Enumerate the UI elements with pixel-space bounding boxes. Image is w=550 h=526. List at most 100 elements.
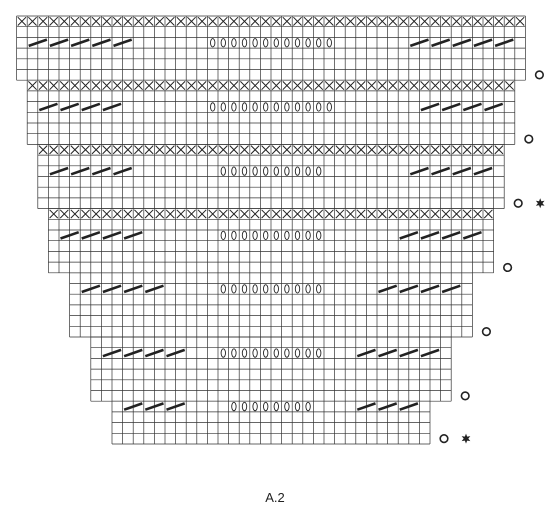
cross-symbol xyxy=(144,145,154,155)
decrease-symbol xyxy=(473,38,493,48)
oval-symbol xyxy=(263,401,269,412)
cross-symbol xyxy=(494,16,504,26)
cross-symbol xyxy=(123,81,133,91)
cross-symbol xyxy=(430,16,440,26)
cross-symbol xyxy=(112,16,122,26)
cross-symbol xyxy=(314,16,324,26)
cross-symbol xyxy=(377,145,387,155)
decrease-symbol xyxy=(409,166,429,176)
cross-symbol xyxy=(155,145,165,155)
cross-symbol xyxy=(261,16,271,26)
oval-symbol xyxy=(252,348,258,358)
section-grid xyxy=(37,144,505,209)
cross-symbol xyxy=(409,145,419,155)
cross-symbol xyxy=(441,16,451,26)
cross-symbol xyxy=(505,81,514,91)
decrease-symbol xyxy=(70,38,90,48)
cross-symbol xyxy=(483,209,493,219)
oval-symbol xyxy=(294,230,301,241)
cross-symbol xyxy=(112,145,122,155)
cross-symbol xyxy=(144,16,154,26)
cross-symbol xyxy=(218,209,228,219)
oval-symbol xyxy=(284,230,290,241)
decrease-symbol xyxy=(166,402,186,411)
cross-symbol xyxy=(293,16,302,26)
cross-symbol xyxy=(176,16,186,26)
cross-symbol xyxy=(346,209,355,219)
oval-symbol xyxy=(284,102,290,112)
oval-symbol xyxy=(220,230,226,241)
decrease-symbol xyxy=(91,166,111,176)
cross-symbol xyxy=(324,209,334,219)
cross-symbol xyxy=(134,145,143,155)
cross-symbol xyxy=(155,209,165,219)
cross-symbol xyxy=(229,16,239,26)
oval-symbol xyxy=(316,284,322,294)
cross-symbol xyxy=(91,16,101,26)
cross-symbol xyxy=(250,81,260,91)
oval-symbol xyxy=(241,401,248,412)
oval-symbol xyxy=(326,102,332,112)
decrease-symbol xyxy=(494,38,514,48)
oval-symbol xyxy=(273,38,279,48)
cross-symbol xyxy=(91,81,101,91)
cross-symbol xyxy=(144,209,154,219)
cross-symbol xyxy=(155,81,165,91)
cross-symbol xyxy=(505,16,514,26)
oval-symbol xyxy=(263,348,269,358)
oval-symbol xyxy=(220,38,226,48)
cross-symbol xyxy=(367,16,377,26)
circle-marker xyxy=(481,327,492,337)
cross-symbol xyxy=(123,16,133,26)
chart-section xyxy=(26,79,534,145)
decrease-symbol xyxy=(473,166,493,176)
oval-symbol xyxy=(252,401,258,412)
oval-symbol xyxy=(294,102,301,112)
star-marker xyxy=(535,198,545,209)
cross-symbol xyxy=(176,81,186,91)
oval-symbol xyxy=(284,38,290,48)
decrease-symbol xyxy=(123,402,143,411)
decrease-symbol xyxy=(399,348,419,358)
cross-symbol xyxy=(452,209,461,219)
cross-symbol xyxy=(388,16,398,26)
oval-symbol xyxy=(316,348,322,358)
cross-symbol xyxy=(462,16,472,26)
decrease-symbol xyxy=(81,284,101,294)
cross-symbol xyxy=(335,81,345,91)
decrease-symbol xyxy=(378,402,398,411)
decrease-symbol xyxy=(409,38,429,48)
cross-symbol xyxy=(293,145,302,155)
decrease-symbol xyxy=(431,166,451,176)
cross-symbol xyxy=(102,145,112,155)
cross-symbol xyxy=(409,209,419,219)
oval-symbol xyxy=(273,166,279,176)
cross-symbol xyxy=(303,209,313,219)
oval-symbol xyxy=(284,284,290,294)
oval-symbol xyxy=(273,284,279,294)
cross-symbol xyxy=(420,209,430,219)
cross-symbol xyxy=(165,209,175,219)
cross-symbol xyxy=(197,16,207,26)
cross-symbol xyxy=(303,16,313,26)
cross-symbol xyxy=(250,16,260,26)
chart-section xyxy=(69,272,492,338)
cross-symbol xyxy=(187,145,196,155)
cross-symbol xyxy=(377,81,387,91)
cross-symbol xyxy=(483,16,493,26)
cross-symbol xyxy=(240,145,249,155)
cross-symbol xyxy=(494,81,504,91)
section-grid xyxy=(16,15,526,81)
oval-symbol xyxy=(210,38,216,48)
decrease-symbol xyxy=(91,38,111,48)
decrease-symbol xyxy=(28,38,48,48)
cross-symbol xyxy=(282,209,292,219)
cross-symbol xyxy=(367,145,377,155)
oval-symbol xyxy=(263,166,269,176)
decrease-symbol xyxy=(60,102,80,112)
cross-symbol xyxy=(187,81,196,91)
cross-symbol xyxy=(399,81,408,91)
cross-symbol xyxy=(102,209,112,219)
cross-symbol xyxy=(367,81,377,91)
